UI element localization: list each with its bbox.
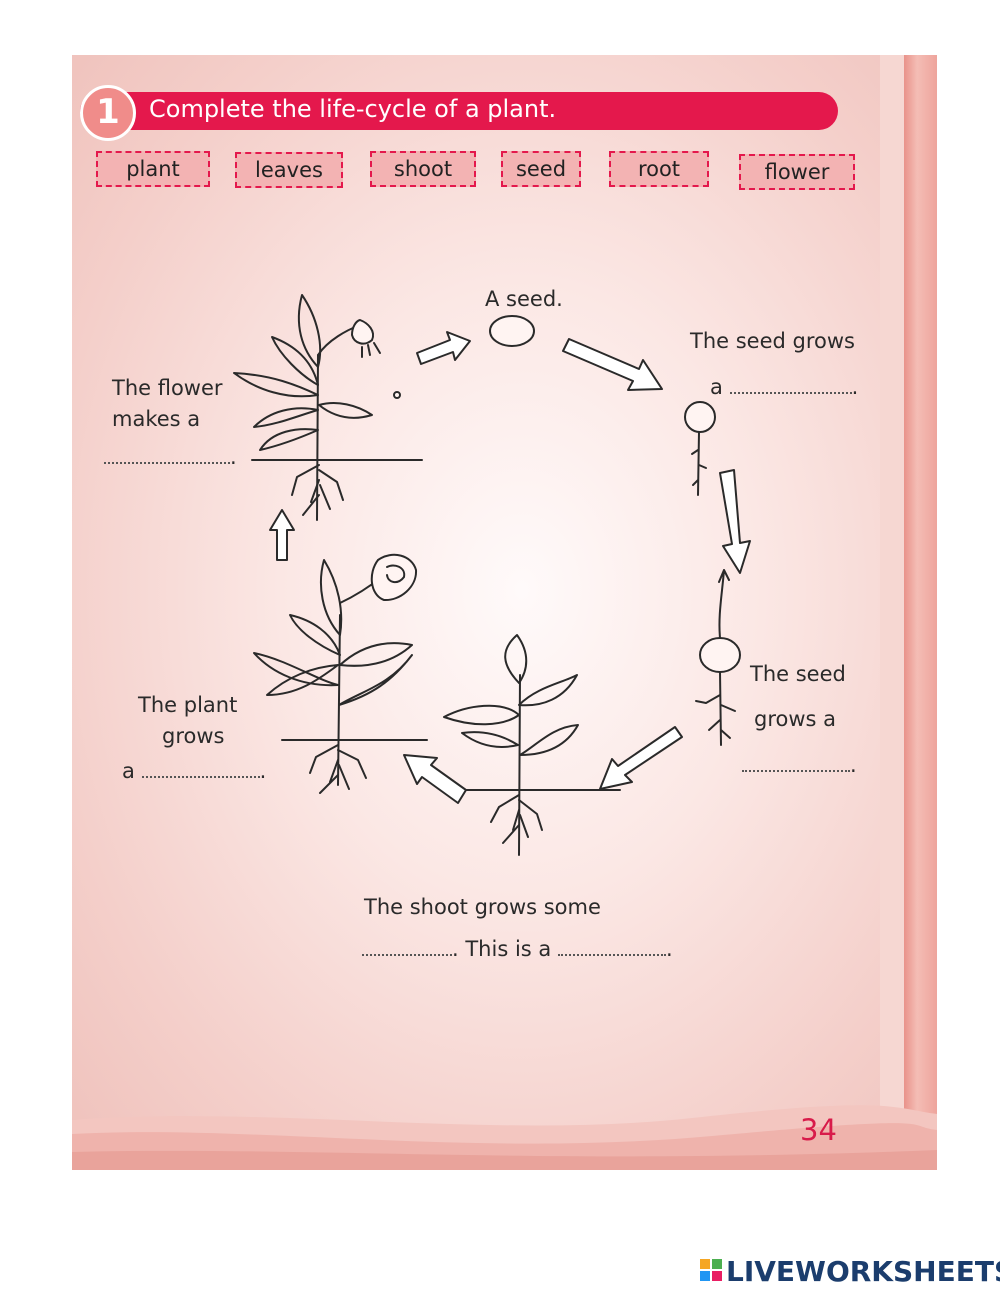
brand-logo-icon [700,1259,722,1281]
answer-blank-root[interactable] [729,374,852,394]
caption-shoot-line2: . This is a . [362,933,673,965]
caption-root-line3: . [742,749,857,781]
caption-root-line2: grows a [754,707,837,731]
answer-blank-plant[interactable] [557,936,666,956]
caption-seed-grows-line2: a . [710,371,858,403]
seedling-illustration [695,569,741,746]
flowering-plant-illustration [253,553,428,794]
word-box-root[interactable]: root [609,151,709,187]
word-box-shoot[interactable]: shoot [370,151,476,187]
caption-root-line1: The seed [750,662,846,686]
brand-wordmark: LIVEWORKSHEETS [726,1255,1000,1288]
instruction-text: Complete the life-cycle of a plant. [149,95,557,123]
period: . [259,759,267,783]
seed-illustration [489,315,535,347]
caption-shoot-mid: . This is a [452,937,552,961]
page-number: 34 [800,1113,837,1147]
page-edge-dark [904,55,937,1170]
caption-shoot-line1: The shoot grows some [364,895,601,919]
caption-seed-grows-word: a [710,375,723,399]
cycle-arrows [269,331,751,804]
period: . [850,753,857,777]
instruction-banner [80,92,838,130]
seed-root-illustration [684,401,716,496]
word-box-leaves[interactable]: leaves [235,152,343,188]
caption-flower-line1: The flower [112,376,223,400]
caption-plant-line1: The plant [138,693,238,717]
seeding-plant-illustration [233,294,423,521]
exercise-number: 1 [80,85,136,141]
life-cycle-diagram [233,294,751,856]
caption-seed: A seed. [485,287,563,311]
caption-seed-grows-line1: The seed grows [690,329,855,353]
page-edge-light [880,55,904,1170]
answer-blank-shoot[interactable] [742,752,850,772]
period: . [230,445,237,469]
young-plant-illustration [443,634,621,856]
word-box-seed[interactable]: seed [501,151,581,187]
caption-plant-line3: a . [122,755,266,787]
answer-blank-leaves[interactable] [362,936,452,956]
answer-blank-flower[interactable] [141,758,260,778]
footer-wave [72,1105,937,1170]
period: . [665,937,673,961]
caption-plant-line2: grows [162,724,225,748]
period: . [851,375,859,399]
caption-flower-line2: makes a [112,407,201,431]
answer-blank-seed[interactable] [104,444,230,464]
worksheet-page: 34 1 Complete the life-cycle of a plant.… [72,55,937,1170]
caption-plant-word: a [122,759,135,783]
word-box-plant[interactable]: plant [96,151,210,187]
word-box-flower[interactable]: flower [739,154,855,190]
caption-flower-line3: . [104,441,237,473]
